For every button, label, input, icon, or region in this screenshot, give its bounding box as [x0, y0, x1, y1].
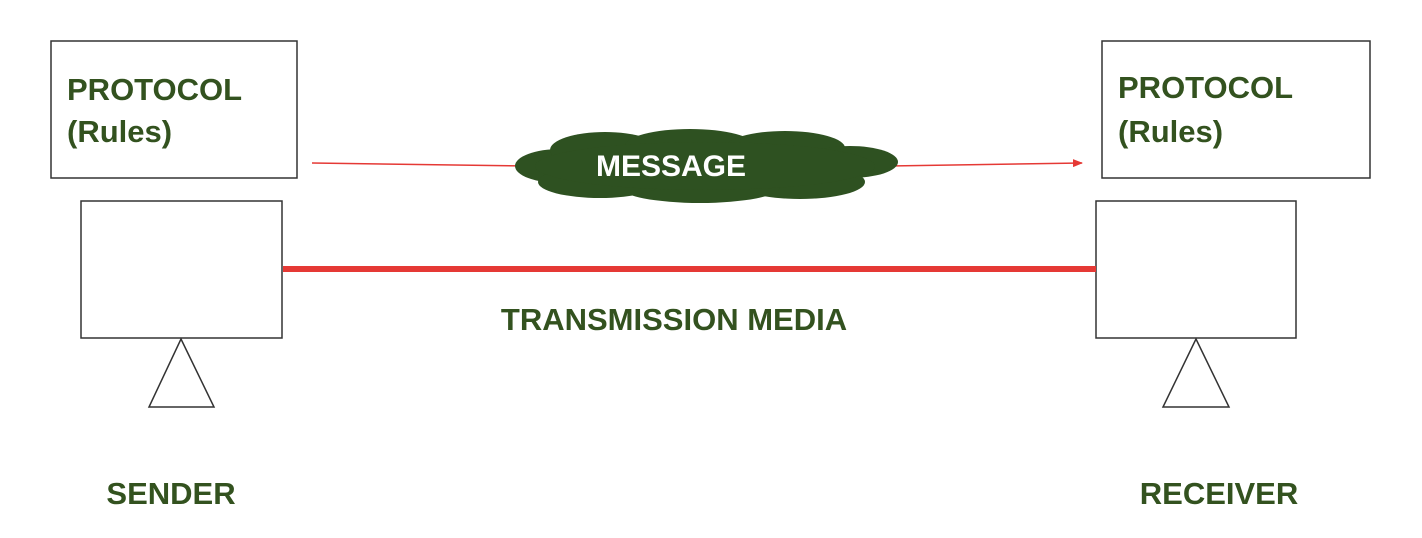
sender-protocol-box: PROTOCOL (Rules) [50, 40, 298, 179]
message-arrow-left-segment [311, 162, 531, 167]
receiver-label: RECEIVER [1140, 476, 1298, 511]
sender-protocol-title: PROTOCOL [67, 72, 242, 107]
transmission-media-label: TRANSMISSION MEDIA [501, 302, 847, 337]
receiver-protocol-box: PROTOCOL (Rules) [1101, 40, 1371, 179]
receiver-protocol-subtitle: (Rules) [1118, 114, 1223, 149]
receiver-protocol-title: PROTOCOL [1118, 70, 1293, 105]
message-cloud [515, 129, 898, 203]
receiver-stand [1161, 337, 1231, 408]
message-label: MESSAGE [596, 150, 746, 183]
message-arrow-right-segment [884, 159, 1083, 168]
sender-stand [147, 337, 216, 408]
sender-label: SENDER [106, 476, 235, 511]
sender-monitor [80, 200, 283, 339]
receiver-device [1095, 200, 1297, 408]
receiver-monitor [1095, 200, 1297, 339]
sender-protocol-subtitle: (Rules) [67, 114, 172, 149]
sender-device [80, 200, 283, 408]
